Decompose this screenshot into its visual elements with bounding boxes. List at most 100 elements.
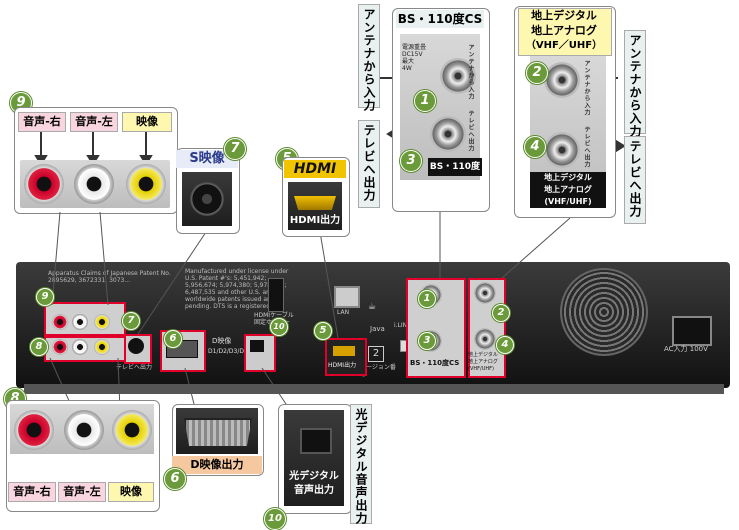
- bs-antenna-in-label: アンテナから入力: [362, 8, 376, 112]
- ac-input-socket[interactable]: [672, 316, 712, 346]
- bs-cs-panel-label: BS・110度CS: [429, 162, 481, 190]
- badge-1-rear: 1: [418, 290, 436, 308]
- badge-10-rear: 10: [270, 318, 288, 336]
- terrestrial-antenna-in-jack-small[interactable]: [474, 282, 496, 304]
- terrestrial-title-box: [518, 8, 612, 56]
- bs-tv-out-label-box: [358, 120, 380, 208]
- d-video-jack[interactable]: [184, 418, 252, 448]
- badge-7-top: 7: [224, 138, 246, 160]
- badge-5-rear: 5: [314, 322, 332, 340]
- label-audio-right-top: 音声-右: [18, 112, 66, 132]
- dts-notice: Manufactured under license under U.S. Pa…: [185, 268, 289, 310]
- rear-audio-right-jack-1[interactable]: [52, 314, 68, 330]
- bs-cs-panel-label-bg: [428, 158, 482, 176]
- badge-10-bottom: 10: [264, 508, 286, 530]
- badge-3-top: 3: [400, 150, 422, 172]
- label-video-bottom: 映像: [108, 482, 154, 502]
- terrestrial-tv-out-jack[interactable]: [544, 132, 580, 168]
- power-spec-3: 最大: [402, 58, 415, 65]
- audio-left-jack-bottom[interactable]: [64, 410, 104, 450]
- power-spec-1: 電源重畳: [402, 44, 427, 51]
- badge-2-rear: 2: [492, 304, 510, 322]
- terrestrial-panel-label-3: (VHF/UHF): [544, 197, 592, 206]
- terrestrial-rear-label-1: 地上デジタル: [468, 352, 498, 358]
- optical-panel-label-2: 音声出力: [294, 485, 334, 496]
- java-icon: ☕: [368, 302, 377, 312]
- bs-tv-out-label: テレビへ出力: [362, 124, 376, 202]
- badge-9-rear: 9: [36, 288, 54, 306]
- optical-rear-jack[interactable]: [250, 340, 264, 352]
- power-spec-2: DC15V: [402, 51, 423, 58]
- ethernet-label: LAN: [337, 309, 350, 316]
- optical-photo: [284, 410, 344, 506]
- terrestrial-panel-label-2: 地上アナログ: [544, 185, 592, 194]
- terrestrial-tv-out-jack-small[interactable]: [474, 328, 496, 350]
- hdmi-holder: [268, 278, 284, 312]
- label-audio-left-top: 音声-左: [70, 112, 118, 132]
- bs-antenna-in-label-box: [358, 4, 380, 108]
- rear-audio-left-jack-1[interactable]: [72, 314, 88, 330]
- bs-cs-panel-tv-label: テレビへ出力: [467, 110, 474, 152]
- audio-right-jack-top[interactable]: [24, 164, 64, 204]
- power-spec-label: 電源重畳 DC15V 最大 4W: [402, 44, 436, 72]
- rear-video-jack-1[interactable]: [94, 314, 110, 330]
- patent-notice-left: Apparatus Claims of Japanese Patent No. …: [48, 270, 171, 284]
- hdmi-rear-highlight: [325, 338, 367, 376]
- rear-audio-right-jack-2[interactable]: [52, 339, 68, 355]
- cooling-fan: [560, 268, 648, 356]
- s-video-rear-jack[interactable]: [128, 338, 144, 354]
- label-audio-right-bottom: 音声-右: [8, 482, 56, 502]
- terrestrial-title-3: （VHF／UHF）: [525, 40, 603, 51]
- badge-6-rear: 6: [164, 330, 182, 348]
- badge-7-rear: 7: [122, 312, 140, 330]
- bs-cs-antenna-in-jack[interactable]: [440, 58, 476, 94]
- terr-antenna-in-label: アンテナから入力: [628, 34, 642, 138]
- bs-cs-panel-antenna-label: アンテナから入力: [467, 44, 474, 100]
- audio-right-jack-bottom[interactable]: [14, 410, 54, 450]
- terr-tv-out-label-box: [624, 136, 646, 224]
- video-jack-top[interactable]: [126, 164, 166, 204]
- terrestrial-title-1: 地上デジタル: [531, 9, 597, 22]
- terrestrial-title-2: 地上アナログ: [531, 24, 597, 37]
- badge-6-bottom: 6: [164, 468, 186, 490]
- terrestrial-rear-label-3: (VHF/UHF): [468, 366, 494, 372]
- hdmi-title: HDMI: [284, 160, 346, 178]
- badge-4-rear: 4: [496, 336, 514, 354]
- s-video-jack[interactable]: [190, 182, 224, 216]
- hdmi-rear-label: HDMI出力: [328, 362, 357, 369]
- label-audio-left-bottom: 音声-左: [58, 482, 106, 502]
- d-video-rear-sublabel: D1/D2/D3/D4: [208, 348, 248, 355]
- terrestrial-panel-label-bg: [530, 172, 606, 208]
- hdmi-rear-jack[interactable]: [333, 346, 355, 356]
- version-box: 2: [368, 346, 384, 362]
- optical-out-label: 光デジタル音声出力: [354, 408, 368, 525]
- terrestrial-rear-label-2: 地上アナログ: [468, 359, 498, 365]
- terrestrial-rear-label: 地上デジタル 地上アナログ (VHF/UHF): [468, 352, 504, 373]
- d-video-out-label: D映像出力: [172, 456, 262, 474]
- bs-cs-title: BS・110度CS: [396, 10, 484, 28]
- badge-4-top: 4: [524, 136, 546, 158]
- rear-audio-left-jack-2[interactable]: [72, 339, 88, 355]
- label-video-top: 映像: [122, 112, 172, 132]
- rear-video-jack-2[interactable]: [94, 339, 110, 355]
- java-label: Java: [370, 325, 385, 333]
- ethernet-port[interactable]: [334, 286, 360, 308]
- badge-8-rear: 8: [30, 338, 48, 356]
- bs-cs-rear-label: BS・110度CS: [410, 359, 460, 367]
- terr-antenna-in-label-box: [624, 30, 646, 134]
- tv-out-small-label: テレビへ出力: [116, 364, 153, 371]
- bs-cs-rear-highlight: [406, 278, 466, 378]
- bs-cs-tv-out-jack[interactable]: [430, 116, 466, 152]
- terr-tv-out-label: テレビへ出力: [628, 140, 642, 218]
- terrestrial-panel-antenna-label: アンテナから入力: [583, 60, 590, 116]
- optical-jack[interactable]: [300, 428, 332, 454]
- power-spec-4: 4W: [402, 65, 412, 72]
- video-jack-bottom[interactable]: [112, 410, 152, 450]
- optical-panel-label-1: 光デジタル: [289, 471, 339, 482]
- hdmi-jack[interactable]: [294, 196, 336, 210]
- audio-left-jack-top[interactable]: [74, 164, 114, 204]
- badge-1-top: 1: [414, 90, 436, 112]
- terrestrial-antenna-in-jack[interactable]: [544, 62, 580, 98]
- ac-input-label: AC入力 100V: [664, 345, 708, 353]
